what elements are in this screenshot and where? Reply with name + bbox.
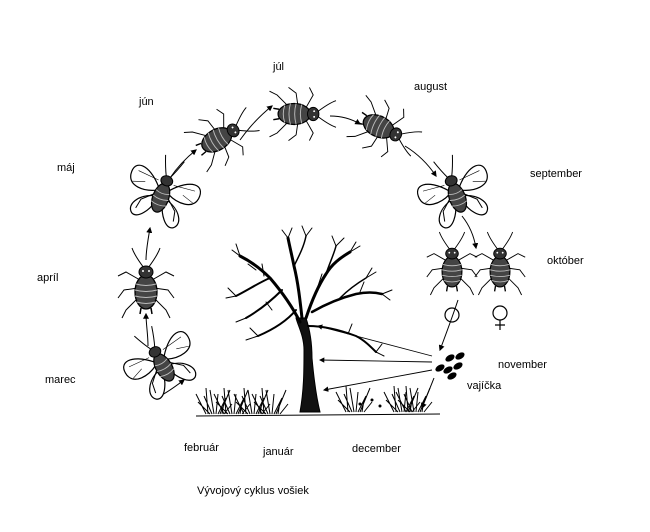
winged-aphid-may (117, 145, 210, 234)
eggs (435, 352, 465, 380)
label-august: august (414, 81, 448, 93)
label-november: november (498, 359, 547, 371)
aphid-august (344, 91, 429, 169)
label-januar: január (263, 446, 294, 458)
aphid-female-october (474, 231, 526, 296)
label-marec: marec (45, 374, 76, 386)
aphid-june (181, 95, 267, 176)
label-april: apríl (37, 272, 59, 284)
winged-aphid-march (111, 312, 209, 408)
ground-flowers (358, 398, 382, 408)
bare-tree (225, 225, 393, 413)
aphid-july (268, 86, 337, 142)
grass-ground (195, 385, 441, 417)
label-december: december (352, 443, 401, 455)
caption: Vývojový cyklus vošiek (197, 485, 309, 497)
label-jul: júl (273, 61, 285, 73)
label-februar: február (184, 442, 219, 454)
winged-aphid-september (408, 145, 501, 234)
label-maj: máj (57, 162, 75, 174)
label-september: september (530, 168, 582, 180)
label-oktober: október (547, 255, 584, 267)
label-eggs: vajíčka (467, 380, 502, 392)
egg-to-tree-arrows (316, 324, 433, 392)
male-symbol (444, 307, 460, 323)
female-symbol (492, 305, 508, 330)
aphid-male-october (426, 231, 478, 296)
label-jun: jún (139, 96, 154, 108)
